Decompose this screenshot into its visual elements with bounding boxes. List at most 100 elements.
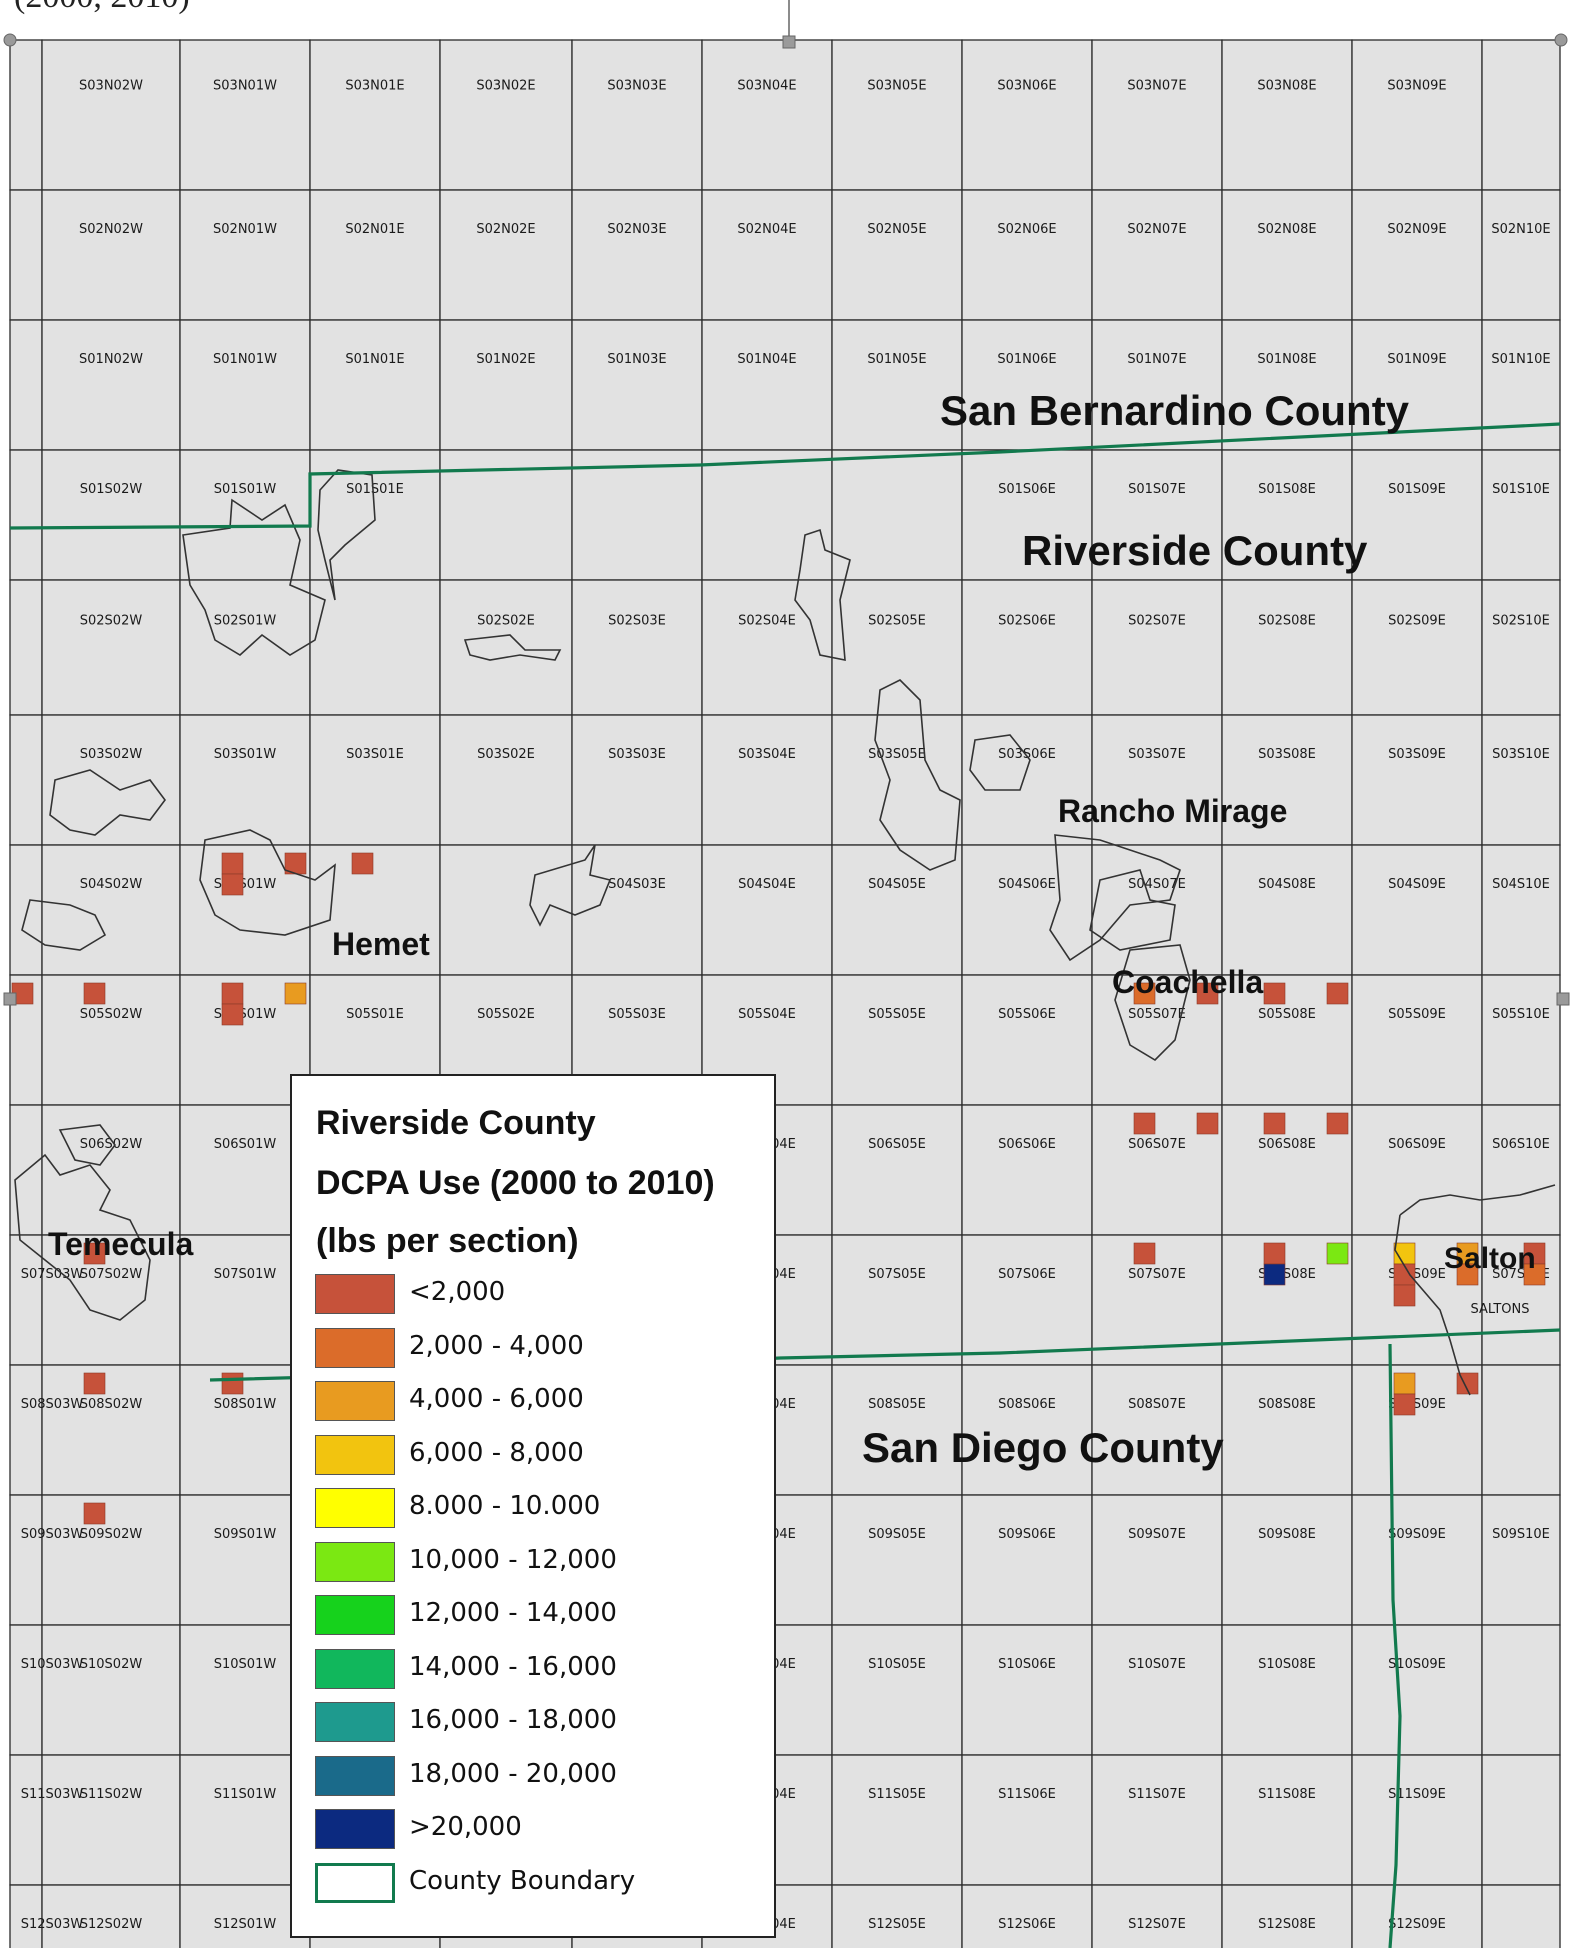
section-label: S13S04E xyxy=(738,0,796,4)
legend-label: 6,000 - 8,000 xyxy=(409,1437,584,1468)
grid-cell xyxy=(439,319,573,451)
grid-cell xyxy=(41,319,181,451)
grid-cell xyxy=(1091,1754,1223,1886)
grid-cell xyxy=(571,39,703,191)
grid-cell xyxy=(9,1624,43,1756)
handle-top-center[interactable] xyxy=(782,35,796,49)
section-label: S01N10E xyxy=(1491,352,1550,367)
section-label: S03S09E xyxy=(1388,747,1446,762)
san-diego-county-label: San Diego County xyxy=(862,1424,1224,1471)
usage-square xyxy=(1393,1284,1416,1307)
section-label: S07S05E xyxy=(868,1267,926,1282)
grid-cell xyxy=(9,449,43,581)
section-label: S02N09E xyxy=(1387,222,1446,237)
handle-middle-left[interactable] xyxy=(3,992,17,1006)
section-label: S01S02W xyxy=(80,482,143,497)
section-label: S05S10E xyxy=(1492,1007,1550,1022)
section-label: S10S05E xyxy=(868,1657,926,1672)
section-label: S01S10E xyxy=(1492,482,1550,497)
usage-square xyxy=(1196,982,1219,1005)
usage-square xyxy=(1326,1242,1349,1265)
grid-cell xyxy=(41,1104,181,1236)
grid-cell xyxy=(831,1104,963,1236)
section-label: S01S09E xyxy=(1388,482,1446,497)
grid-cell xyxy=(1481,1494,1561,1626)
grid-cell xyxy=(1091,449,1223,581)
section-label: S03N02W xyxy=(79,79,143,94)
section-label: S01N02E xyxy=(476,352,535,367)
legend-label: 2,000 - 4,000 xyxy=(409,1330,584,1361)
grid-cell xyxy=(1481,1234,1561,1366)
grid-cell xyxy=(179,1234,311,1366)
usage-square xyxy=(221,982,244,1005)
grid-cell xyxy=(1481,974,1561,1106)
grid-cell xyxy=(41,579,181,716)
coachella-city-label: Coachella xyxy=(1112,964,1263,1000)
section-label: S01N09E xyxy=(1387,352,1446,367)
grid-cell xyxy=(831,1494,963,1626)
section-label: S01N05E xyxy=(867,352,926,367)
legend-item: 4,000 - 6,000 xyxy=(315,1381,755,1425)
section-label: S12S06E xyxy=(998,1917,1056,1932)
legend-swatch xyxy=(315,1381,395,1421)
section-label: S01S01E xyxy=(346,482,404,497)
section-label: S01N01W xyxy=(213,352,277,367)
grid-cell xyxy=(961,1104,1093,1236)
resize-handles[interactable] xyxy=(3,0,1570,1006)
handle-middle-right[interactable] xyxy=(1556,992,1570,1006)
legend-label: 18,000 - 20,000 xyxy=(409,1758,617,1789)
grid-cell xyxy=(1221,579,1353,716)
section-label: S07S03W xyxy=(21,1267,84,1282)
section-label: S01N06E xyxy=(997,352,1056,367)
legend-item: 8.000 - 10.000 xyxy=(315,1488,755,1532)
section-label: S12S07E xyxy=(1128,1917,1186,1932)
section-label: S02S02W xyxy=(80,614,143,629)
grid-cell xyxy=(831,1624,963,1756)
usage-square xyxy=(221,1372,244,1395)
grid-cell xyxy=(1351,974,1483,1106)
section-label: S12S02W xyxy=(80,1917,143,1932)
grid-cell xyxy=(831,974,963,1106)
cathedral-city-outline xyxy=(969,734,1031,791)
rancho-mirage-outline xyxy=(1049,834,1181,962)
section-label: S05S07E xyxy=(1128,1007,1186,1022)
legend-label: 12,000 - 14,000 xyxy=(409,1598,617,1628)
usage-square xyxy=(1263,982,1286,1005)
grid-cell xyxy=(1351,1104,1483,1236)
section-label: S05S09E xyxy=(1388,1007,1446,1022)
section-label: S05S06E xyxy=(998,1007,1056,1022)
legend-swatch xyxy=(315,1327,395,1368)
grid-cell xyxy=(1221,1884,1353,1948)
section-label: S02N01E xyxy=(345,222,404,237)
section-label: S11S07E xyxy=(1128,1787,1186,1802)
section-label: S08S05E xyxy=(868,1397,926,1412)
grid-cell xyxy=(1221,1754,1353,1886)
hemet-south-outline xyxy=(199,829,336,936)
grid-cell xyxy=(1481,1364,1561,1496)
section-label: S11S03W xyxy=(21,1787,84,1802)
section-label: S07S01W xyxy=(214,1267,277,1282)
grid-cell xyxy=(1351,1754,1483,1886)
grid-cell xyxy=(179,39,311,191)
section-label: S03N04E xyxy=(737,79,796,94)
usage-square xyxy=(1133,1112,1156,1135)
handle-top-right[interactable] xyxy=(1554,33,1568,47)
grid-cell xyxy=(1351,449,1483,581)
section-label: S11S06E xyxy=(998,1787,1056,1802)
section-label: S02N02E xyxy=(476,222,535,237)
san-bernardino-riverside-boundary xyxy=(9,422,1561,530)
section-label: S10S03W xyxy=(21,1657,84,1672)
grid-cell xyxy=(309,714,441,846)
section-label: S12S08E xyxy=(1258,1917,1316,1932)
legend-item: 10,000 - 12,000 xyxy=(315,1541,755,1586)
section-label: S02S02E xyxy=(477,614,535,629)
handle-top-left[interactable] xyxy=(3,33,17,47)
section-label: S02S01W xyxy=(214,614,277,629)
section-label: S11S05E xyxy=(868,1787,926,1802)
usage-square xyxy=(351,852,374,875)
grid-cell xyxy=(1221,319,1353,451)
grid-cell xyxy=(9,579,43,716)
section-label: S02N04E xyxy=(737,222,796,237)
